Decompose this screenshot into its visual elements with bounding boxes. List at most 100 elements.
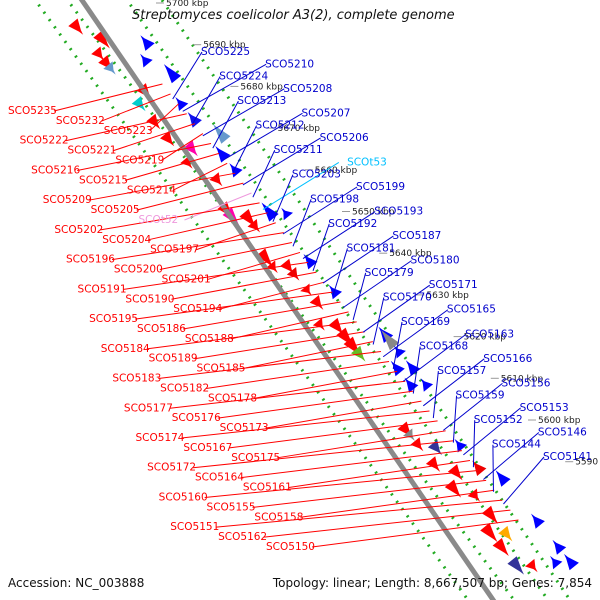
gene-arrow xyxy=(229,163,243,178)
gene-arrow xyxy=(552,539,567,555)
leader-line xyxy=(322,235,394,284)
gene-arrow xyxy=(163,64,182,84)
gene-arrow xyxy=(495,470,511,487)
gene-arrow xyxy=(256,248,273,268)
gene-label: SCO5219 xyxy=(115,155,164,167)
leader-line xyxy=(492,444,494,492)
gene-arrow xyxy=(328,284,342,300)
gene-label: SCO5185 xyxy=(196,363,245,375)
leader-line xyxy=(53,83,163,112)
gene-arrow xyxy=(507,556,524,575)
gene-label: SCO5215 xyxy=(79,174,128,186)
leader-line xyxy=(422,358,485,407)
leader-line xyxy=(192,76,221,124)
leader-line xyxy=(216,499,503,528)
gene-arrow xyxy=(209,172,223,187)
gene-label: SCO5202 xyxy=(54,224,103,236)
gene-label: SCO5191 xyxy=(78,283,127,295)
gene-label: SCO5188 xyxy=(185,333,234,345)
gene-arrow xyxy=(454,438,468,453)
gene-label: SCO5210 xyxy=(265,58,314,70)
leader-line xyxy=(113,123,195,152)
label-leader-lines xyxy=(53,51,545,548)
gene-label: SCO5206 xyxy=(320,132,369,144)
gene-label: SCO5201 xyxy=(162,273,211,285)
leader-line xyxy=(452,395,458,443)
leader-line xyxy=(242,137,321,186)
gene-label: SCO5216 xyxy=(31,164,80,176)
gene-arrow xyxy=(286,267,300,281)
leader-line xyxy=(252,149,276,198)
leader-line xyxy=(362,284,431,333)
leader-line xyxy=(412,346,421,394)
gene-label: SCO5224 xyxy=(219,71,268,83)
leader-line xyxy=(277,430,446,459)
leader-line xyxy=(111,232,284,261)
leader-line xyxy=(88,172,236,201)
gene-arrow xyxy=(309,295,324,310)
gene-label: SCO5195 xyxy=(89,313,138,325)
leader-line xyxy=(300,489,495,518)
gene-label: SCO5176 xyxy=(172,412,221,424)
gene-label: SCO5198 xyxy=(310,193,359,205)
leader-line xyxy=(135,291,333,320)
gene-arrow xyxy=(480,522,498,543)
gene-labels: SCO5235SCO5232SCO5223SCO5222SCO5221SCO52… xyxy=(8,46,592,553)
leader-line xyxy=(172,162,228,191)
gene-label: SCO5159 xyxy=(456,390,505,402)
gene-label: SCO5177 xyxy=(124,402,173,414)
leader-line xyxy=(242,341,373,370)
gene-arrow xyxy=(91,46,105,61)
gene-arrow xyxy=(131,96,146,112)
gene-label: SCO5222 xyxy=(20,135,69,147)
gene-label: SCO5163 xyxy=(465,328,514,340)
gene-arrow xyxy=(550,555,563,570)
gene-label: SCO5209 xyxy=(43,194,92,206)
gene-arrow xyxy=(525,558,538,573)
leader-line xyxy=(402,333,467,382)
gene-arrow xyxy=(381,330,400,351)
leader-line xyxy=(302,211,376,259)
leader-line xyxy=(252,479,487,508)
leader-line xyxy=(443,382,503,431)
leader-line xyxy=(332,248,348,296)
gene-label: SCO5172 xyxy=(147,462,196,474)
gene-label: SCO5166 xyxy=(483,353,532,365)
gene-arrow xyxy=(103,61,116,75)
gene-arrow xyxy=(444,479,462,498)
leader-line xyxy=(292,199,312,247)
scale-tick-label: 5660 kbp xyxy=(315,166,358,176)
gene-label: SCO5193 xyxy=(374,206,423,218)
leader-line xyxy=(124,152,220,181)
gene-label: SCO5180 xyxy=(411,255,460,267)
gene-label: SCO5173 xyxy=(220,422,269,434)
gene-label: SCO5204 xyxy=(102,234,151,246)
gene-arrow xyxy=(420,378,434,392)
gene-label: SCO5208 xyxy=(283,83,332,95)
gene-label: SCO5165 xyxy=(447,304,496,316)
leader-line xyxy=(262,162,340,210)
leader-line xyxy=(101,93,171,122)
leader-line xyxy=(159,242,293,271)
leader-line xyxy=(212,100,239,149)
leader-line xyxy=(342,260,412,309)
gene-label: SCO5187 xyxy=(392,230,441,242)
gene-label: SCO5146 xyxy=(538,426,587,438)
gene-label: SCO5156 xyxy=(501,377,550,389)
leader-line xyxy=(372,297,385,345)
gene-arrow xyxy=(403,428,415,441)
gene-label: SCO5170 xyxy=(383,291,432,303)
leader-line xyxy=(272,174,294,222)
gene-label: SCO5152 xyxy=(474,414,523,426)
gene-label: SCOt52 xyxy=(139,214,179,226)
gene-arrow xyxy=(175,97,189,111)
gene-arrow xyxy=(183,140,198,157)
gene-arrow xyxy=(328,317,344,335)
gene-label: SCO5157 xyxy=(437,365,486,377)
gene-arrow xyxy=(498,525,513,542)
leader-line xyxy=(195,222,276,251)
gene-arrow xyxy=(531,513,545,529)
leader-line xyxy=(392,321,403,370)
gene-label: SCO5232 xyxy=(56,115,105,127)
gene-label: SCO5200 xyxy=(114,264,163,276)
